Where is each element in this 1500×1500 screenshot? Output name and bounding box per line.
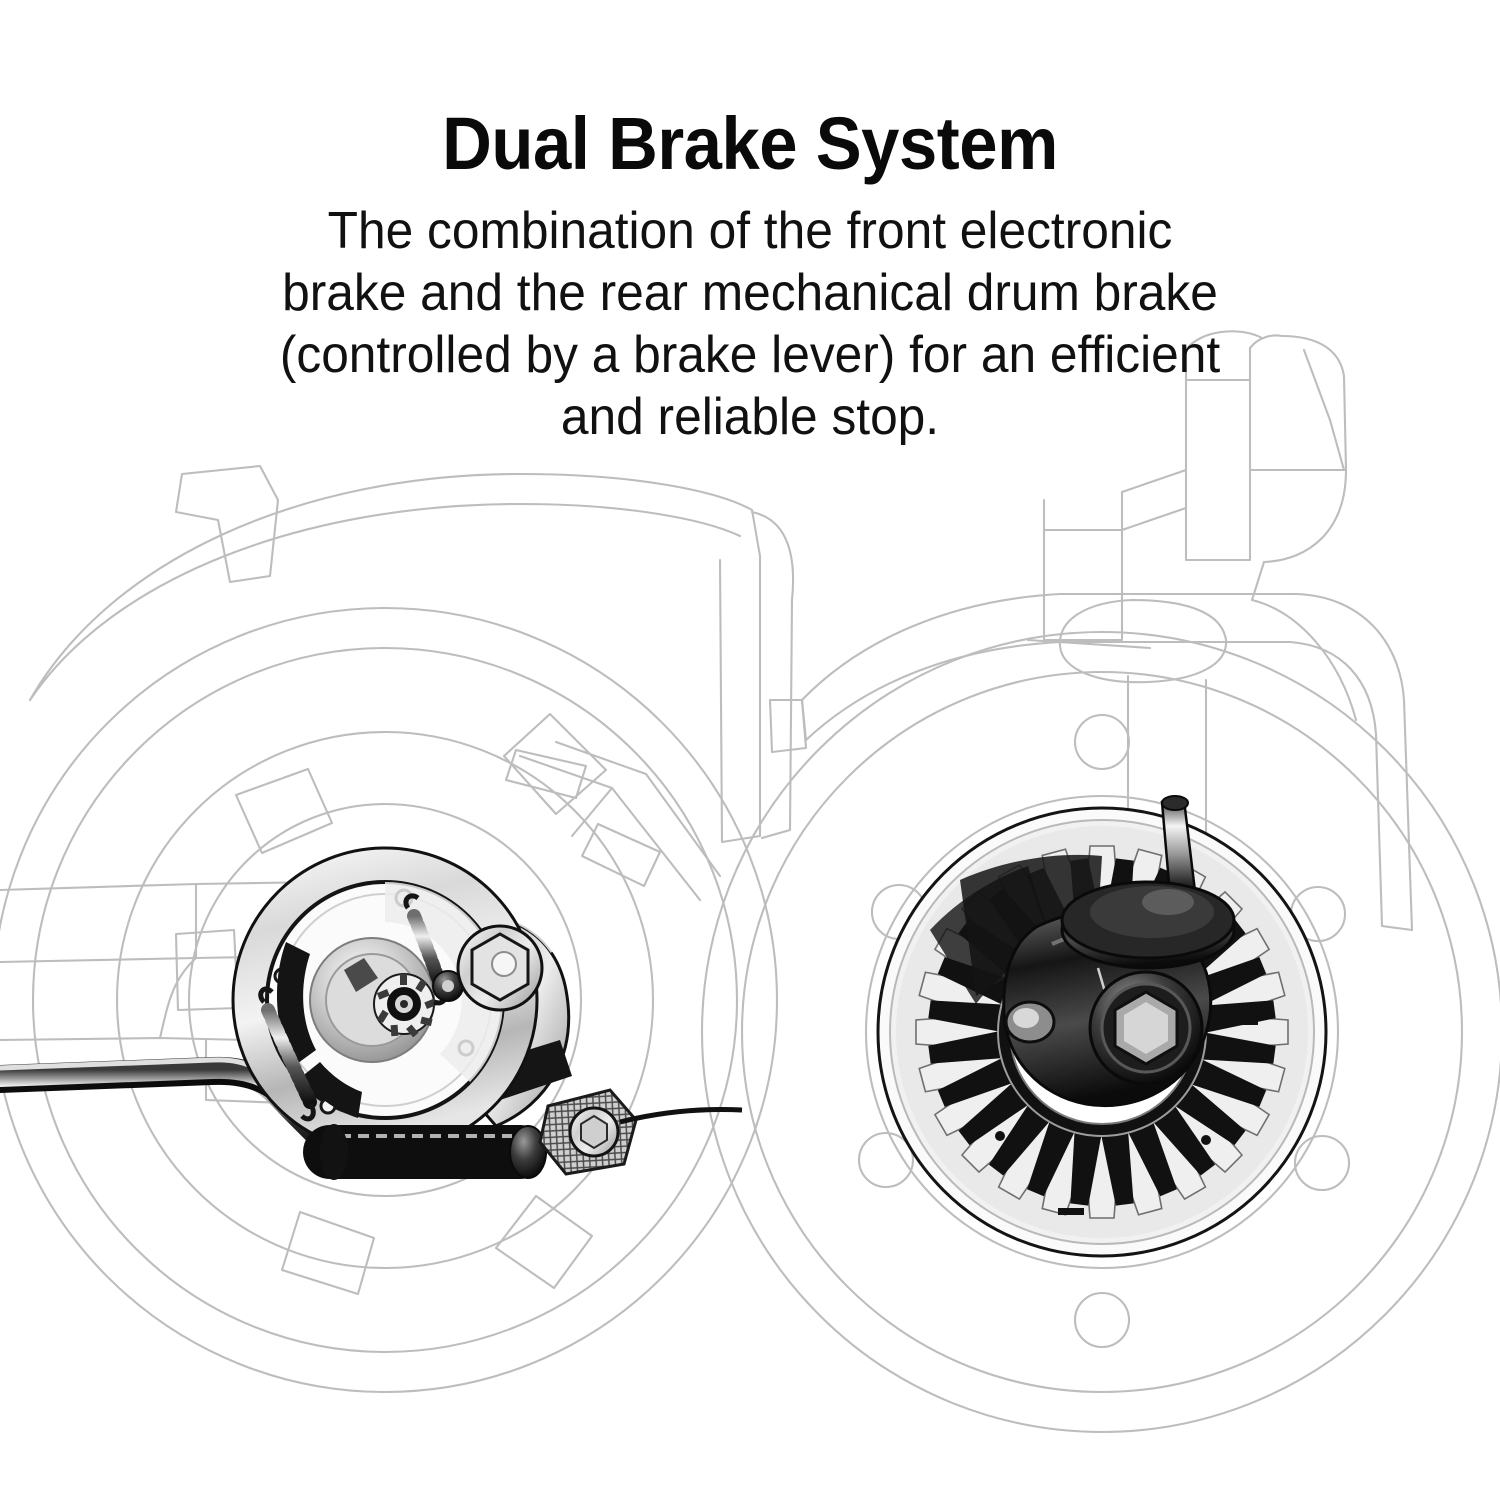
front-hub-motor-assembly <box>876 795 1328 1258</box>
bracket-side-cap <box>1004 1000 1056 1044</box>
shoe-adjuster-stud <box>432 970 464 1002</box>
brake-cable-housing-coil <box>303 1124 547 1180</box>
axle-flange-disc <box>1060 880 1236 970</box>
axle-hex-nut <box>1088 970 1204 1086</box>
rear-drum-brake-assembly <box>0 846 743 1180</box>
splined-hub-cam <box>309 937 438 1063</box>
brake-return-spring-lower <box>258 986 317 1122</box>
hex-pivot-bolt <box>456 924 544 1012</box>
knurled-cable-adjuster-clamp <box>538 1088 743 1176</box>
